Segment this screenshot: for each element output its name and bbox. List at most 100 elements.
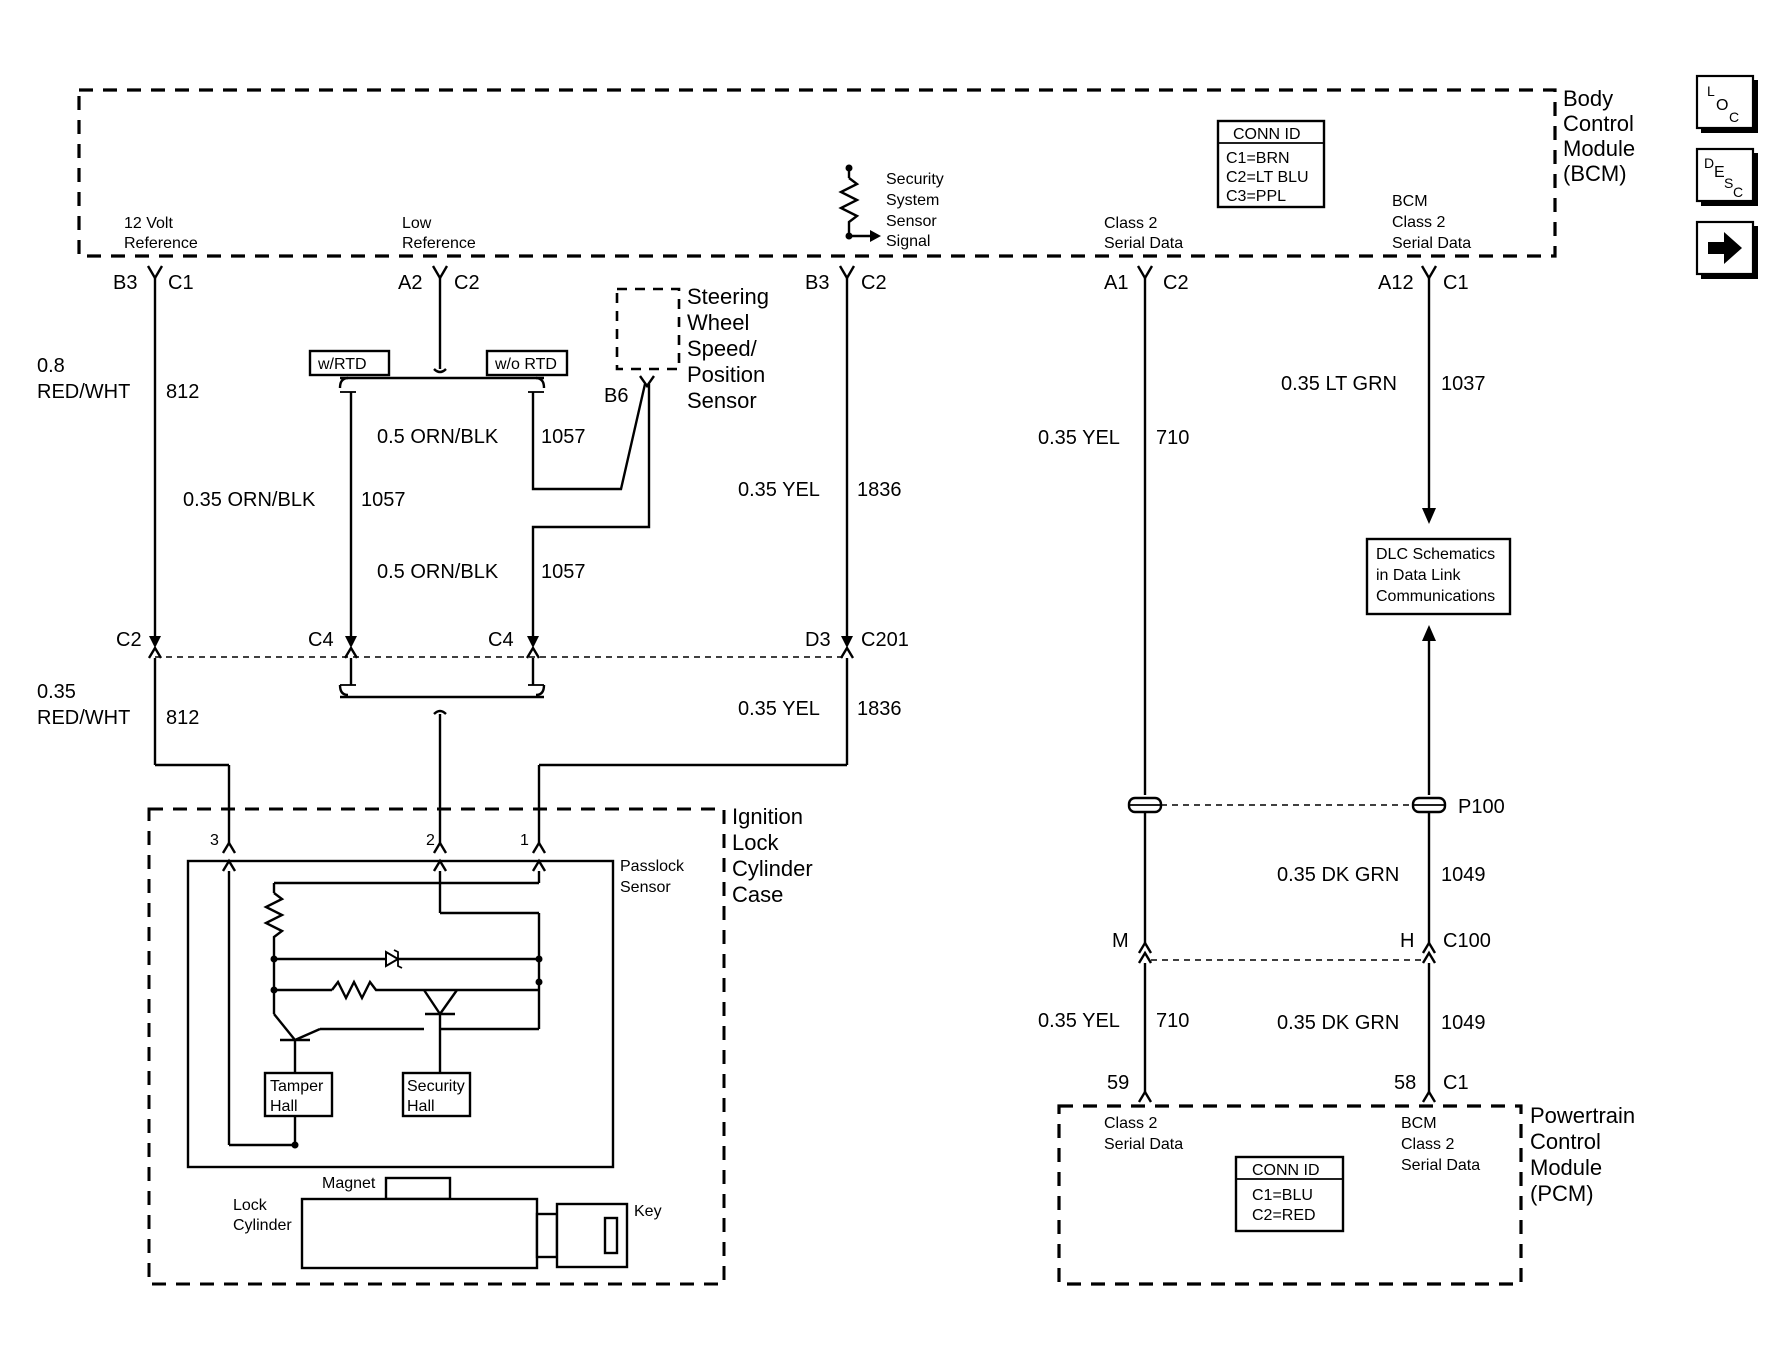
desc-icon-s: S [1724,175,1733,191]
magnet-label: Magnet [322,1175,376,1192]
conn-c1-label-b: C1 [1443,272,1469,294]
pin-m: M [1112,930,1129,952]
pcm-bcm-class2-label-1: BCM [1401,1115,1437,1132]
ignition-name-line3: Cylinder [732,856,813,881]
pcm-conn-id-title: CONN ID [1252,1162,1320,1179]
bcm-low-ref-label-1: Low [402,215,432,232]
bcm-low-ref-label-2: Reference [402,235,476,252]
desc-icon-e: E [1714,164,1725,181]
powertrain-control-module: Powertrain Control Module (PCM) Class 2 … [1057,1103,1635,1286]
body-control-module: Body Control Module (BCM) 12 Volt Refere… [77,86,1635,258]
ignition-lock-cylinder-case: Ignition Lock Cylinder Case 3 2 1 Passlo… [147,804,813,1286]
wire-1037-number: 1037 [1441,373,1486,395]
pcm-class2-label-2: Serial Data [1104,1136,1183,1153]
pcm-conn-id-table: CONN ID C1=BLU C2=RED [1234,1155,1345,1233]
ignition-pin-1: 1 [520,832,529,849]
passlock-label-2: Sensor [620,879,671,896]
bcm-bcm-class2-label-1: BCM [1392,193,1428,210]
pcm-conn-c2: C2=RED [1252,1207,1316,1224]
desc-icon-c: C [1733,184,1743,200]
pin-b3-c2: B3 [805,272,829,294]
bcm-security-label-1: Security [886,171,944,188]
wire-1037-label: 0.35 LT GRN [1281,373,1397,395]
ignition-name-line1: Ignition [732,804,803,829]
bcm-conn-c1: C1=BRN [1226,150,1290,167]
ignition-pin-3: 3 [210,832,219,849]
connector-c201: C201 [861,629,909,651]
location-button[interactable]: L O C [1695,74,1758,133]
wire-1836-upper-label: 0.35 YEL [738,479,820,501]
pcm-class2-label-1: Class 2 [1104,1115,1157,1132]
pin-b3-c1: B3 [113,272,137,294]
bcm-conn-id-table: CONN ID C1=BRN C2=LT BLU C3=PPL [1216,119,1326,209]
wire-1057-left-label: 0.35 ORN/BLK [183,489,316,511]
wire-1057-lower-label: 0.5 ORN/BLK [377,561,499,583]
wire-1037-1049: 0.35 LT GRN 1037 DLC Schematics in Data … [1277,278,1512,1103]
pin-c4-a: C4 [308,629,334,651]
wire-1049-upper-number: 1049 [1441,864,1486,886]
bcm-name-line4: (BCM) [1563,161,1627,186]
pcm-name-line3: Module [1530,1155,1602,1180]
bcm-connector-chevrons [146,265,1438,281]
tamper-hall-label-2: Hall [270,1098,298,1115]
bcm-bcm-class2-label-2: Class 2 [1392,214,1445,231]
wire-812-number: 812 [166,381,199,403]
pin-a1-c2: A1 [1104,272,1128,294]
wire-710-lower-number: 710 [1156,1010,1189,1032]
security-sensor-resistor-icon [838,164,881,242]
pin-d3: D3 [805,629,831,651]
wire-812-lower-number: 812 [166,707,199,729]
tamper-hall-label-1: Tamper [270,1078,324,1095]
connector-c201-row: C2 C4 C4 D3 C201 [116,629,909,658]
pcm-name-line1: Powertrain [1530,1103,1635,1128]
wire-812: 0.8 RED/WHT 812 0.35 RED/WHT 812 [37,278,237,854]
ignition-pin-2: 2 [426,832,435,849]
description-button[interactable]: D E S C [1695,147,1758,206]
conn-c1-label: C1 [168,272,194,294]
bcm-bcm-class2-label-3: Serial Data [1392,235,1471,252]
next-button[interactable] [1695,220,1758,279]
option-wo-rtd: w/o RTD [494,356,557,373]
pin-a2-c2: A2 [398,272,422,294]
ignition-name-line4: Case [732,882,783,907]
ignition-name-line2: Lock [732,830,779,855]
wire-1836-lower-label: 0.35 YEL [738,698,820,720]
wire-1836-upper-number: 1836 [857,479,902,501]
loc-icon-c: C [1729,109,1739,125]
bcm-12v-ref-label-2: Reference [124,235,198,252]
wire-812-lower-size: 0.35 [37,681,76,703]
bcm-class2-label-1: Class 2 [1104,215,1157,232]
pcm-name-line2: Control [1530,1129,1601,1154]
wire-1049-upper-label: 0.35 DK GRN [1277,864,1399,886]
pcm-bcm-class2-label-3: Serial Data [1401,1157,1480,1174]
dlc-line1: DLC Schematics [1376,546,1495,563]
steering-name-line4: Position [687,362,765,387]
pcm-conn-c1: C1 [1443,1072,1469,1094]
bcm-security-label-2: System [886,192,939,209]
wire-812-color: RED/WHT [37,381,130,403]
pin-58: 58 [1394,1072,1416,1094]
conn-c2-label-b: C2 [861,272,887,294]
security-hall-label-1: Security [407,1078,465,1095]
wire-1057-low-reference: w/RTD w/o RTD 0.35 ORN/BLK 1057 0.5 ORN/… [183,278,651,854]
bcm-pin-labels: B3 C1 A2 C2 B3 C2 A1 C2 A12 C1 [113,272,1469,294]
security-hall-label-2: Hall [407,1098,435,1115]
bcm-name-line2: Control [1563,111,1634,136]
bcm-name-line3: Module [1563,136,1635,161]
loc-icon-o: O [1716,97,1728,114]
splice-p100: P100 [1458,796,1505,818]
wire-812-lower-color: RED/WHT [37,707,130,729]
pcm-conn-c1: C1=BLU [1252,1187,1313,1204]
wire-1836: 0.35 YEL 1836 0.35 YEL 1836 [531,278,902,854]
wire-1057-lower-number: 1057 [541,561,586,583]
wire-710-upper-number: 710 [1156,427,1189,449]
wire-1057-left-number: 1057 [361,489,406,511]
loc-icon-l: L [1707,83,1715,99]
pin-59: 59 [1107,1072,1129,1094]
bcm-name-line1: Body [1563,86,1613,111]
pin-c4-b: C4 [488,629,514,651]
steering-wheel-speed-position-sensor: B6 Steering Wheel Speed/ Position Sensor [604,284,769,413]
wire-1049-lower-label: 0.35 DK GRN [1277,1012,1399,1034]
pin-c2: C2 [116,629,142,651]
